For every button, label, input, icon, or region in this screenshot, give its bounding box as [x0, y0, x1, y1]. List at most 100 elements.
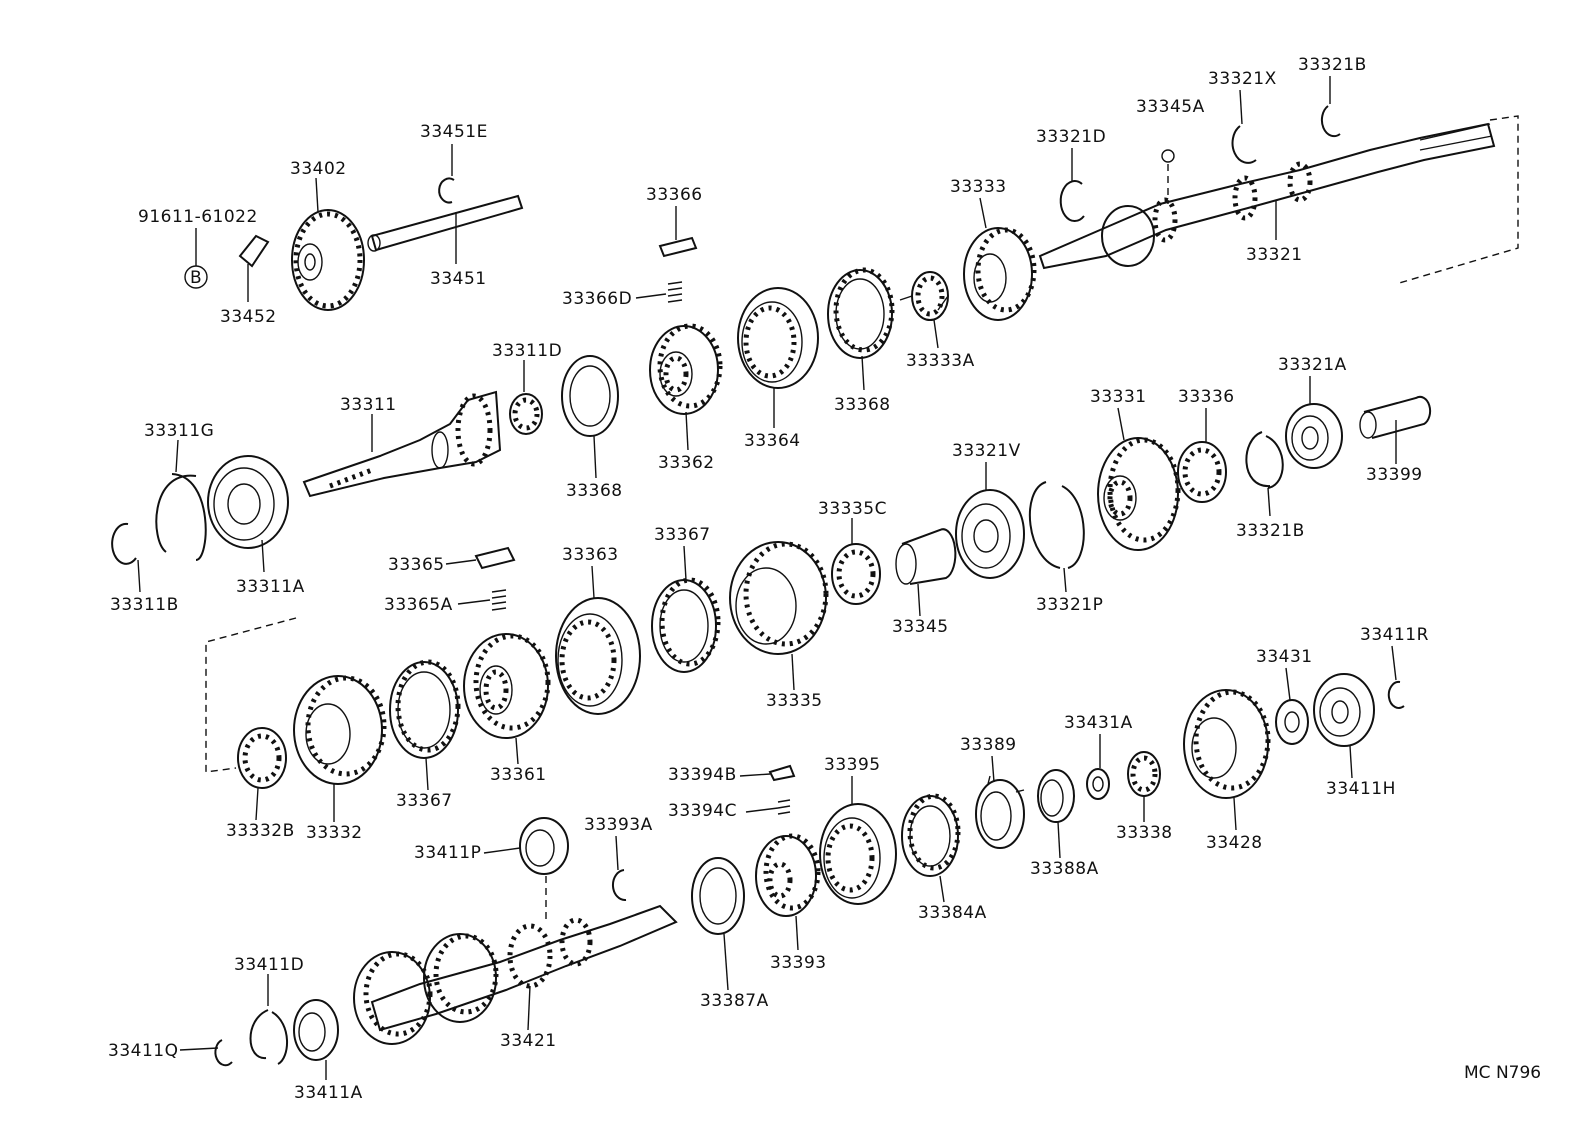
label-33362: 33362	[658, 453, 715, 473]
label-33384A: 33384A	[918, 903, 987, 923]
bearing-33411P	[519, 817, 569, 924]
shifting-key-33366	[658, 236, 698, 258]
bearing-33311A	[207, 455, 289, 549]
part-labels: 91611-61022 B 33452 33402 33451E 33451 3…	[108, 55, 1541, 1103]
label-33321X: 33321X	[1208, 69, 1277, 89]
key-spring-33365A	[491, 589, 507, 611]
label-91611-61022: 91611-61022	[138, 207, 258, 227]
label-33411A: 33411A	[294, 1083, 363, 1103]
output-shaft-33321	[1038, 122, 1496, 270]
spacer-33399	[1359, 395, 1432, 439]
label-33311: 33311	[340, 395, 397, 415]
label-33411H: 33411H	[1326, 779, 1396, 799]
shaft-extension-dashes	[1395, 115, 1519, 285]
shifting-key-33365	[474, 546, 516, 570]
label-33428: 33428	[1206, 833, 1263, 853]
label-33411Q: 33411Q	[108, 1041, 178, 1061]
counter-gear-33421	[353, 904, 678, 1045]
needle-bearing-33311D	[509, 393, 543, 435]
label-33365A: 33365A	[384, 595, 453, 615]
label-33411P: 33411P	[414, 843, 481, 863]
snap-ring-33311G	[155, 473, 207, 561]
bearing-33321A	[1285, 403, 1343, 469]
label-33331: 33331	[1090, 387, 1147, 407]
label-33451E: 33451E	[420, 122, 488, 142]
label-33394B: 33394B	[668, 765, 737, 785]
snap-ring-33321B-mid	[1245, 431, 1284, 489]
gear-lock-33389	[975, 775, 1025, 849]
label-33365: 33365	[388, 555, 445, 575]
label-33451: 33451	[430, 269, 487, 289]
label-33387A: 33387A	[700, 991, 769, 1011]
label-33333: 33333	[950, 177, 1007, 197]
washer-33431	[1275, 699, 1309, 745]
input-shaft-33311	[302, 390, 502, 498]
snap-ring-33411D	[249, 1009, 289, 1065]
label-33431A: 33431A	[1064, 713, 1133, 733]
collar-33388A	[1037, 769, 1075, 823]
part-drawings	[111, 105, 1519, 1067]
gear-33333	[963, 227, 1037, 321]
snap-ring-33321P	[1028, 481, 1085, 569]
snap-ring-33411R	[1387, 680, 1405, 709]
washer-33431A	[1086, 768, 1110, 800]
needle-bearing-33335C	[831, 543, 881, 605]
snap-ring-33321D	[1059, 180, 1085, 223]
label-33336: 33336	[1178, 387, 1235, 407]
label-33311G: 33311G	[144, 421, 214, 441]
sync-ring-33367-lower	[389, 659, 461, 759]
label-33321A: 33321A	[1278, 355, 1347, 375]
label-33364: 33364	[744, 431, 801, 451]
collar-33345	[895, 528, 957, 585]
gear-33331	[1097, 437, 1181, 551]
idler-shaft-33451	[367, 194, 524, 252]
hub-sleeve-33364	[737, 287, 819, 389]
sync-ring-33368-upper	[827, 267, 895, 359]
label-33393A: 33393A	[584, 815, 653, 835]
label-33399: 33399	[1366, 465, 1423, 485]
label-33321B-mid: 33321B	[1236, 521, 1305, 541]
clutch-hub-33362	[649, 323, 723, 415]
needle-bearing-33336	[1177, 441, 1227, 503]
label-33363: 33363	[562, 545, 619, 565]
label-33321P: 33321P	[1036, 595, 1103, 615]
label-33366: 33366	[646, 185, 703, 205]
label-33335: 33335	[766, 691, 823, 711]
label-b-marker: B	[190, 268, 202, 288]
label-33311B: 33311B	[110, 595, 179, 615]
label-33388A: 33388A	[1030, 859, 1099, 879]
label-33311D: 33311D	[492, 341, 562, 361]
label-33421: 33421	[500, 1031, 557, 1051]
clutch-hub-33393	[755, 833, 821, 917]
label-33395: 33395	[824, 755, 881, 775]
label-33338: 33338	[1116, 823, 1173, 843]
hub-sleeve-33395	[819, 803, 897, 905]
gear-33428	[1183, 689, 1271, 799]
label-33332B: 33332B	[226, 821, 295, 841]
sync-ring-33384A	[901, 793, 961, 877]
ball-33345A	[1161, 149, 1175, 204]
clutch-hub-33361	[463, 633, 551, 739]
label-33332: 33332	[306, 823, 363, 843]
label-33367-upper: 33367	[654, 525, 711, 545]
label-33321B-top: 33321B	[1298, 55, 1367, 75]
label-33321D: 33321D	[1036, 127, 1106, 147]
label-33402: 33402	[290, 159, 347, 179]
label-33394C: 33394C	[668, 801, 737, 821]
gear-33332	[293, 675, 387, 785]
hub-sleeve-33363	[555, 597, 641, 715]
key-spring-33394C	[777, 799, 791, 815]
needle-bearing-33338	[1127, 751, 1161, 797]
gear-33335	[729, 541, 829, 655]
bearing-33411H	[1313, 673, 1375, 747]
bearing-33321V	[955, 489, 1025, 579]
label-33321: 33321	[1246, 245, 1303, 265]
label-33361: 33361	[490, 765, 547, 785]
label-33452: 33452	[220, 307, 277, 327]
diagram-code: MC N796	[1464, 1063, 1541, 1083]
sync-ring-33387A	[691, 857, 745, 935]
label-33393: 33393	[770, 953, 827, 973]
snap-ring-33321X	[1231, 125, 1257, 164]
shaft-link-dashes-left	[205, 617, 297, 773]
